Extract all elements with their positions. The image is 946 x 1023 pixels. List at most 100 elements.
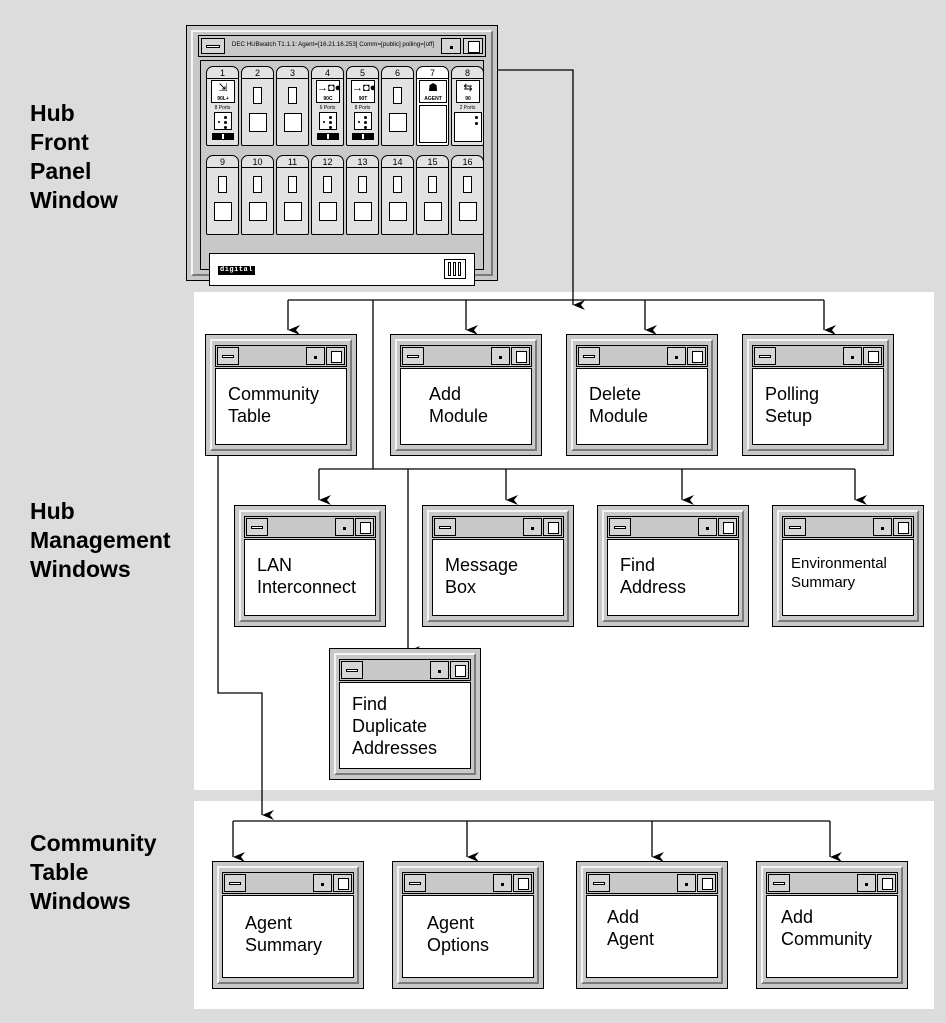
hub-slot-12[interactable]: 12 [311,155,344,235]
minimize-button[interactable] [873,518,892,536]
window-title: DEC HUBwatch T1.1.1: Agent=[16.21.16.253… [231,41,435,48]
window-message-box[interactable]: Message Box [422,505,574,627]
maximize-button[interactable] [697,874,716,892]
title-bar[interactable] [586,872,718,894]
hub-slot-16[interactable]: 16 [451,155,484,235]
maximize-button[interactable] [543,518,562,536]
window-add-module[interactable]: Add Module [390,334,542,456]
title-bar[interactable] [782,516,914,538]
maximize-button[interactable] [877,874,896,892]
rack-icon[interactable] [444,259,466,279]
window-menu-button[interactable] [784,518,806,536]
title-bar[interactable] [400,345,532,367]
window-delete-module[interactable]: Delete Module [566,334,718,456]
module-icon[interactable]: →◘●90T [351,80,375,103]
window-menu-button[interactable] [224,874,246,892]
title-bar[interactable] [339,659,471,681]
hub-front-panel-window[interactable]: DEC HUBwatch T1.1.1: Agent=[16.21.16.253… [186,25,498,286]
hub-slot-6[interactable]: 6 [381,66,414,146]
window-menu-button[interactable] [201,38,225,54]
title-bar[interactable] [402,872,534,894]
minimize-button[interactable] [313,874,332,892]
title-bar[interactable] [607,516,739,538]
title-bar[interactable] [752,345,884,367]
window-add-agent[interactable]: Add Agent [576,861,728,989]
window-menu-button[interactable] [402,347,424,365]
hub-slot-14[interactable]: 14 [381,155,414,235]
window-environmental-summary[interactable]: Environmental Summary [772,505,924,627]
minimize-button[interactable] [491,347,510,365]
agent-icon[interactable]: ☗AGENT [419,80,447,103]
minimize-button[interactable] [493,874,512,892]
title-bar[interactable] [222,872,354,894]
hub-slot-2[interactable]: 2 [241,66,274,146]
hub-slot-13[interactable]: 13 [346,155,379,235]
window-polling-setup[interactable]: Polling Setup [742,334,894,456]
hub-slot-3[interactable]: 3 [276,66,309,146]
port-status-icon[interactable] [354,112,372,130]
title-bar[interactable] [576,345,708,367]
minimize-button[interactable] [306,347,325,365]
minimize-button[interactable] [523,518,542,536]
minimize-button[interactable] [335,518,354,536]
maximize-button[interactable] [718,518,737,536]
maximize-button[interactable] [511,347,530,365]
minimize-button[interactable] [430,661,449,679]
hub-slot-10[interactable]: 10 [241,155,274,235]
minimize-button[interactable] [857,874,876,892]
bridge-icon[interactable]: ⇆90 [456,80,480,103]
scroll-arrows-icon[interactable] [317,133,339,140]
window-find-address[interactable]: Find Address [597,505,749,627]
scroll-arrows-icon[interactable] [212,133,234,140]
window-find-duplicate-addresses[interactable]: Find Duplicate Addresses [329,648,481,780]
scroll-arrows-icon[interactable] [352,133,374,140]
window-menu-button[interactable] [404,874,426,892]
window-lan-interconnect[interactable]: LAN Interconnect [234,505,386,627]
hub-slot-7[interactable]: 7☗AGENT [416,66,449,146]
maximize-button[interactable] [687,347,706,365]
window-add-community[interactable]: Add Community [756,861,908,989]
maximize-button[interactable] [355,518,374,536]
window-menu-button[interactable] [768,874,790,892]
title-bar[interactable]: DEC HUBwatch T1.1.1: Agent=[16.21.16.253… [198,35,486,57]
hub-slot-1[interactable]: 1⇲90L+8 Ports [206,66,239,146]
maximize-button[interactable] [893,518,912,536]
window-menu-button[interactable] [609,518,631,536]
hub-slot-11[interactable]: 11 [276,155,309,235]
window-menu-button[interactable] [588,874,610,892]
maximize-button[interactable] [463,38,483,54]
maximize-button[interactable] [863,347,882,365]
module-icon[interactable]: →◘●90C [316,80,340,103]
port-status-icon[interactable] [214,112,232,130]
maximize-button[interactable] [326,347,345,365]
title-bar[interactable] [766,872,898,894]
window-menu-button[interactable] [434,518,456,536]
maximize-button[interactable] [450,661,469,679]
title-bar[interactable] [215,345,347,367]
minimize-button[interactable] [677,874,696,892]
maximize-button[interactable] [333,874,352,892]
window-agent-summary[interactable]: Agent Summary [212,861,364,989]
window-menu-button[interactable] [754,347,776,365]
hub-slot-9[interactable]: 9 [206,155,239,235]
hub-slot-15[interactable]: 15 [416,155,449,235]
window-menu-button[interactable] [217,347,239,365]
port-status-icon[interactable] [454,112,482,142]
minimize-button[interactable] [843,347,862,365]
window-community-table[interactable]: Community Table [205,334,357,456]
minimize-button[interactable] [441,38,461,54]
maximize-button[interactable] [513,874,532,892]
title-bar[interactable] [244,516,376,538]
window-agent-options[interactable]: Agent Options [392,861,544,989]
port-status-icon[interactable] [319,112,337,130]
window-menu-button[interactable] [578,347,600,365]
title-bar[interactable] [432,516,564,538]
module-icon[interactable]: ⇲90L+ [211,80,235,103]
window-menu-button[interactable] [246,518,268,536]
minimize-button[interactable] [667,347,686,365]
minimize-button[interactable] [698,518,717,536]
window-menu-button[interactable] [341,661,363,679]
